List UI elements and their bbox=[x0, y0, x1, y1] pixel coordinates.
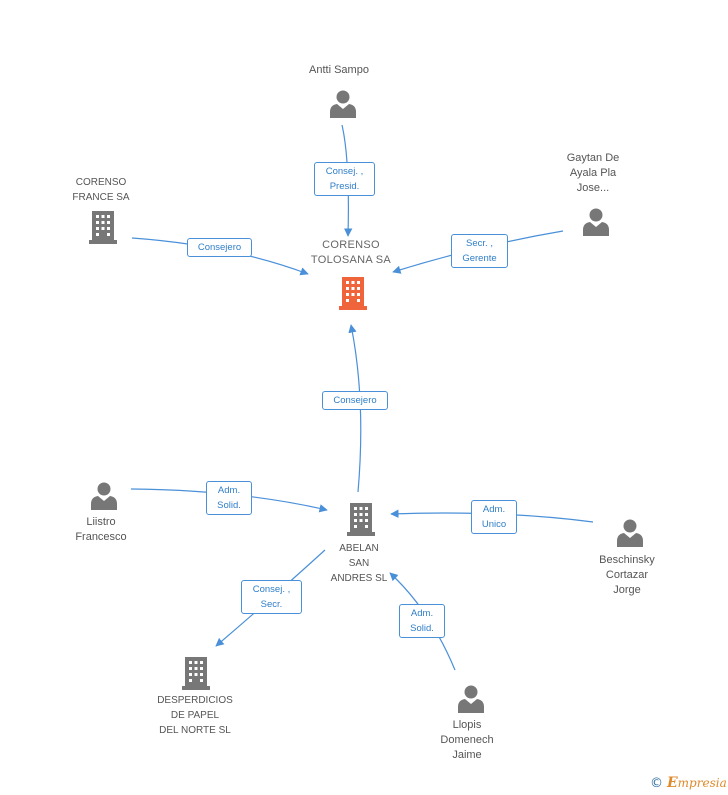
edge-label-france-tolosana[interactable]: Consejero bbox=[187, 238, 252, 257]
person-icon[interactable] bbox=[90, 481, 118, 510]
building-icon[interactable] bbox=[337, 275, 369, 310]
building-icon[interactable] bbox=[346, 501, 376, 536]
copyright-icon: © bbox=[650, 776, 663, 791]
edge-label-liistro-abelan[interactable]: Adm. Solid. bbox=[206, 481, 252, 515]
edge-label-abelan-desperdicios[interactable]: Consej. , Secr. bbox=[241, 580, 302, 614]
node-label-corenso-tolosana[interactable]: CORENSO TOLOSANA SA bbox=[310, 239, 392, 266]
node-label-antti-sampo[interactable]: Antti Sampo bbox=[309, 64, 369, 76]
node-label-gaytan[interactable]: Gaytan De Ayala Pla Jose... bbox=[566, 152, 620, 194]
edge-label-beschinsky-abelan[interactable]: Adm. Unico bbox=[471, 500, 517, 534]
building-icon[interactable] bbox=[88, 209, 118, 244]
brand-initial: E bbox=[667, 775, 678, 791]
edge-label-gaytan-tolosana[interactable]: Secr. , Gerente bbox=[451, 234, 508, 268]
node-label-abelan[interactable]: ABELAN SAN ANDRES SL bbox=[330, 543, 388, 584]
building-icon[interactable] bbox=[181, 655, 211, 690]
node-label-corenso-france[interactable]: CORENSO FRANCE SA bbox=[72, 177, 130, 203]
edge-label-abelan-tolosana[interactable]: Consejero bbox=[322, 391, 388, 410]
node-label-llopis[interactable]: Llopis Domenech Jaime bbox=[440, 719, 494, 761]
edge-label-antti-tolosana[interactable]: Consej. , Presid. bbox=[314, 162, 375, 196]
node-label-desperdicios[interactable]: DESPERDICIOS DE PAPEL DEL NORTE SL bbox=[157, 695, 233, 736]
brand-name: mpresia bbox=[677, 776, 727, 790]
brand-logo: © Empresia bbox=[650, 775, 727, 791]
person-icon[interactable] bbox=[329, 89, 357, 118]
node-label-liistro[interactable]: Liistro Francesco bbox=[75, 516, 127, 543]
person-icon[interactable] bbox=[582, 207, 610, 236]
person-icon[interactable] bbox=[457, 684, 485, 713]
node-label-beschinsky[interactable]: Beschinsky Cortazar Jorge bbox=[599, 554, 655, 596]
person-icon[interactable] bbox=[616, 518, 644, 547]
edge-label-llopis-abelan[interactable]: Adm. Solid. bbox=[399, 604, 445, 638]
